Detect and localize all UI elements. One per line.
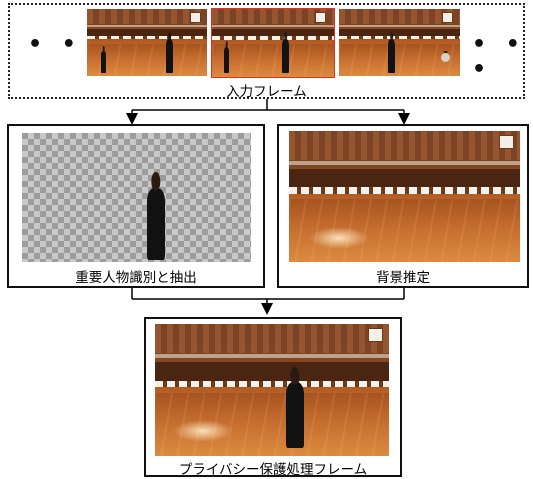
- input-frames-label: 入力フレーム: [226, 84, 307, 100]
- ellipsis-right: • • •: [472, 32, 526, 82]
- ball: [441, 53, 450, 62]
- input-frame-current: [211, 8, 335, 78]
- person-figure: [224, 47, 229, 73]
- person-figure: [166, 39, 173, 73]
- person-figure: [282, 39, 289, 73]
- protected-person: [286, 382, 304, 448]
- output-label: プライバシー保護処理フレーム: [178, 462, 368, 478]
- person-figure: [101, 51, 106, 73]
- extracted-person: [147, 188, 165, 260]
- estimated-background-image: [289, 131, 520, 262]
- input-frame-3: [339, 9, 460, 76]
- input-frame-1: [87, 9, 207, 76]
- extraction-label: 重要人物識別と抽出: [75, 270, 197, 286]
- background-label: 背景推定: [376, 270, 430, 286]
- transparent-background: [22, 133, 251, 262]
- output-frame-image: [155, 324, 389, 456]
- person-figure: [388, 39, 395, 73]
- input-frames-box: [8, 3, 525, 99]
